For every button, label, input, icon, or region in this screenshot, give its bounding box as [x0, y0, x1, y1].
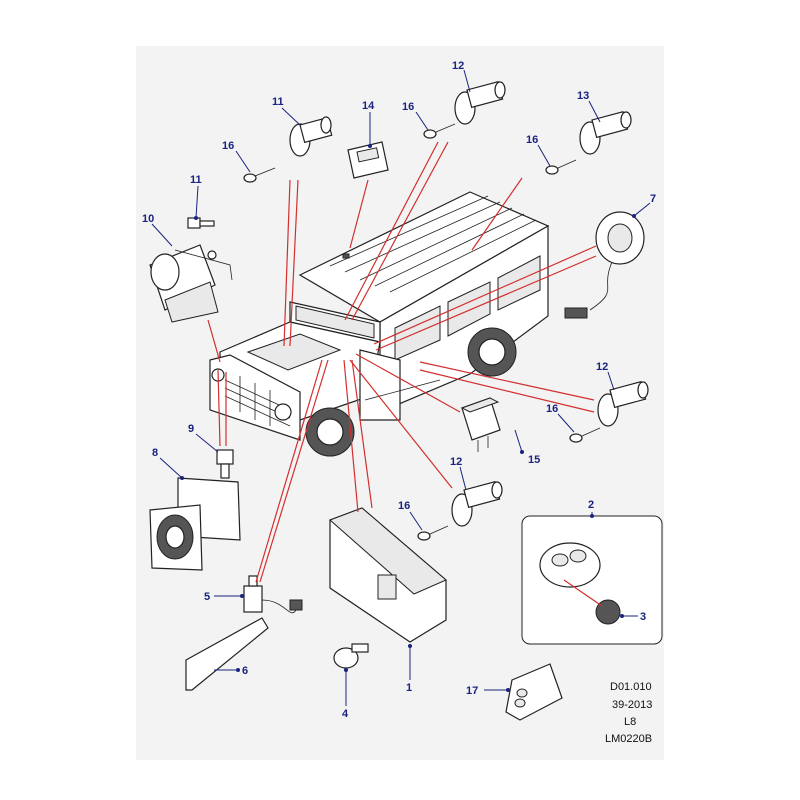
callout-2: 2 [588, 499, 594, 511]
screw-16c-part [545, 159, 577, 175]
ecu-1-part [329, 507, 447, 643]
callout-labels: 11 16 14 12 16 13 16 11 10 7 12 16 15 12… [142, 60, 656, 720]
sensor-12b-part [454, 80, 506, 125]
callout-3: 3 [640, 611, 646, 623]
callout-1: 1 [406, 682, 412, 694]
sensor-12c-part [597, 380, 649, 427]
screw-16d-part [569, 427, 601, 443]
reference-block: D01.010 39-2013 L8 LM0220B [605, 681, 652, 745]
callout-16: 16 [546, 403, 558, 415]
callout-dots [180, 144, 636, 692]
callout-12: 12 [452, 60, 464, 72]
callout-7: 7 [650, 193, 656, 205]
remote-inset-2-part [521, 515, 663, 645]
callout-12: 12 [450, 456, 462, 468]
sensor-13-part [579, 110, 632, 155]
relay-15-part [460, 397, 501, 452]
callout-10: 10 [142, 213, 154, 225]
callout-16: 16 [402, 101, 414, 113]
screw-16a-part [243, 167, 276, 183]
callout-9: 9 [188, 423, 194, 435]
horn-part [149, 244, 233, 323]
callout-12: 11 [272, 96, 284, 108]
bolt-9-part [216, 449, 234, 479]
ring-sensor-7-part [564, 211, 645, 319]
sensor-12d-part [451, 480, 503, 527]
key-fob-17-part [505, 663, 563, 721]
callout-17: 17 [466, 685, 478, 697]
bracket-6-part [185, 617, 269, 691]
callout-15: 15 [528, 454, 540, 466]
reference-date: 39-2013 [612, 699, 652, 711]
screw-16b-part [423, 123, 456, 139]
callout-4: 4 [342, 708, 349, 720]
bonnet-switch-5-part [243, 575, 303, 614]
vehicle-illustration [209, 191, 550, 457]
reference-drawing: LM0220B [605, 733, 652, 745]
callout-16: 16 [398, 500, 410, 512]
sensor-12a-part [289, 116, 333, 157]
callout-5: 5 [204, 591, 210, 603]
screw-16e-part [417, 525, 449, 541]
reference-code: D01.010 [610, 681, 652, 693]
callout-16: 16 [526, 134, 538, 146]
callout-16: 16 [222, 140, 234, 152]
callout-13: 13 [577, 90, 589, 102]
callout-8: 8 [152, 447, 158, 459]
callout-11: 11 [190, 174, 202, 186]
callout-6: 6 [242, 665, 248, 677]
callout-leaders [151, 69, 651, 706]
callout-12: 12 [596, 361, 608, 373]
bolt-11-part [187, 217, 215, 229]
callout-14: 14 [362, 100, 375, 112]
location-leader-lines [207, 141, 603, 607]
siren-8-part [149, 477, 241, 571]
reference-sheet: L8 [624, 716, 636, 728]
